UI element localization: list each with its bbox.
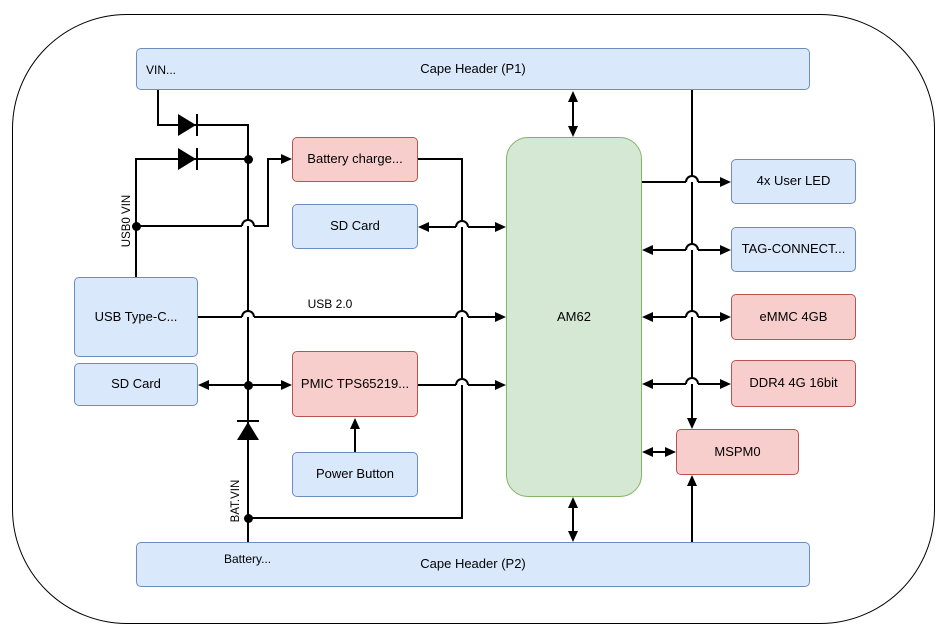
node-label: 4x User LED xyxy=(756,173,831,189)
arrowhead-icon xyxy=(495,380,506,390)
diode-icon xyxy=(178,114,198,136)
wire-p2-mspm0 xyxy=(691,483,693,542)
diode-icon xyxy=(237,420,259,440)
line-hop xyxy=(241,219,255,226)
junction-dot xyxy=(132,222,141,231)
node-label: eMMC 4GB xyxy=(759,308,828,324)
node-cape-header-p1: Cape Header (P1) xyxy=(136,48,810,90)
node-label: AM62 xyxy=(557,308,591,324)
wire-am62-led xyxy=(642,181,722,183)
wire-vin-diode1 xyxy=(158,124,248,126)
arrowhead-icon xyxy=(495,312,506,322)
arrowhead-icon xyxy=(568,126,578,137)
p1-vin-label: VIN... xyxy=(146,63,177,77)
node-battery-charger: Battery charge... xyxy=(292,137,418,182)
arrowhead-icon xyxy=(281,380,292,390)
node-mspm0: MSPM0 xyxy=(676,429,799,475)
wire-battery-rail xyxy=(461,158,463,519)
node-label: Power Button xyxy=(315,466,395,482)
arrowhead-icon xyxy=(350,418,360,429)
node-label: MSPM0 xyxy=(714,443,761,459)
node-label: SD Card xyxy=(330,218,380,234)
node-label: PMIC TPS65219... xyxy=(300,375,410,391)
arrowhead-icon xyxy=(642,312,653,322)
wire-charger-riser xyxy=(267,158,269,227)
arrowhead-icon xyxy=(665,447,676,457)
node-am62: AM62 xyxy=(506,137,642,497)
diode-icon xyxy=(178,148,198,170)
arrowhead-icon xyxy=(198,380,209,390)
node-pmic: PMIC TPS65219... xyxy=(292,351,418,417)
node-label: USB Type-C... xyxy=(94,308,178,324)
arrowhead-icon xyxy=(720,379,731,389)
node-label: TAG-CONNECT... xyxy=(741,241,846,257)
node-sd-card-mid: SD Card xyxy=(292,204,418,249)
node-sd-card-left: SD Card xyxy=(74,363,198,406)
wire-p1-am62 xyxy=(572,99,574,129)
line-hop xyxy=(685,310,699,317)
node-label: SD Card xyxy=(111,376,161,392)
wire-powerbutton-pmic xyxy=(354,426,356,452)
usb0-vin-label: USB0 VIN xyxy=(121,194,133,248)
wire-am62-p2 xyxy=(572,505,574,534)
node-label: Cape Header (P1) xyxy=(420,60,526,76)
junction-dot xyxy=(244,381,253,390)
wire-usb0vin-branch xyxy=(136,225,268,227)
line-hop xyxy=(455,378,469,385)
arrowhead-icon xyxy=(568,497,578,508)
node-usb-type-c: USB Type-C... xyxy=(74,277,198,357)
arrowhead-icon xyxy=(642,447,653,457)
usb2-label: USB 2.0 xyxy=(307,297,353,311)
node-cape-header-p2: Cape Header (P2) xyxy=(136,542,810,587)
arrowhead-icon xyxy=(687,418,697,429)
line-hop xyxy=(455,220,469,227)
node-emmc: eMMC 4GB xyxy=(731,294,856,340)
node-ddr4: DDR4 4G 16bit xyxy=(731,360,856,407)
wire-p1-vin-drop xyxy=(157,89,159,126)
line-hop xyxy=(685,175,699,182)
node-label: Cape Header (P2) xyxy=(420,556,526,572)
arrowhead-icon xyxy=(720,312,731,322)
arrowhead-icon xyxy=(281,154,292,164)
node-tag-connect: TAG-CONNECT... xyxy=(731,227,856,272)
p2-battery-label: Battery... xyxy=(224,552,272,566)
arrowhead-icon xyxy=(418,222,429,232)
node-power-button: Power Button xyxy=(292,452,418,497)
wire-usb2 xyxy=(198,316,498,318)
wire-vin-rail xyxy=(247,158,249,542)
arrowhead-icon xyxy=(642,245,653,255)
arrowhead-icon xyxy=(642,379,653,389)
arrowhead-icon xyxy=(720,177,731,187)
wire-am62-mspm0 xyxy=(650,451,668,453)
wire-charger-out xyxy=(418,158,462,160)
node-label: DDR4 4G 16bit xyxy=(749,375,838,391)
arrowhead-icon xyxy=(568,91,578,102)
line-hop xyxy=(685,377,699,384)
bat-vin-label: BAT.VIN xyxy=(230,479,242,523)
node-label: Battery charge... xyxy=(307,151,403,167)
line-hop xyxy=(685,243,699,250)
arrowhead-icon xyxy=(568,531,578,542)
wire-battery-bottom xyxy=(248,517,462,519)
arrowhead-icon xyxy=(495,222,506,232)
junction-dot xyxy=(244,155,253,164)
wire-charger-in xyxy=(268,158,284,160)
wire-p1-mspm0 xyxy=(691,90,693,421)
line-hop xyxy=(241,310,255,317)
node-user-led: 4x User LED xyxy=(731,159,856,204)
junction-dot xyxy=(244,514,253,523)
arrowhead-icon xyxy=(687,475,697,486)
wire-usb0vin xyxy=(135,158,137,277)
wire-diode1-junction xyxy=(247,124,249,160)
arrowhead-icon xyxy=(720,245,731,255)
line-hop xyxy=(455,310,469,317)
